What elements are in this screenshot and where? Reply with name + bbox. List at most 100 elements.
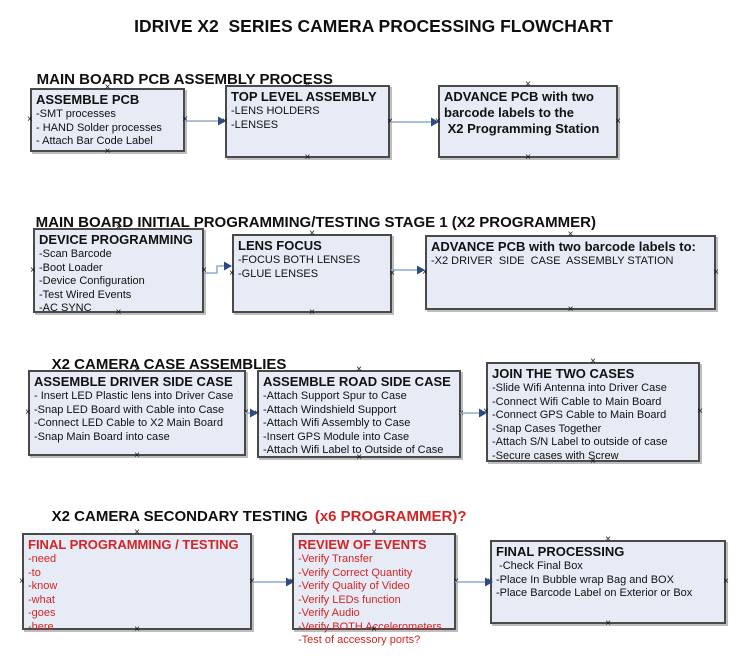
box-title: ASSEMBLE ROAD SIDE CASE (263, 374, 451, 389)
box-line: -Verify Audio (298, 607, 360, 619)
section-heading-initial-programming: MAIN BOARD INITIAL PROGRAMMING/TESTING S… (19, 197, 596, 248)
box-line: -Slide Wifi Antenna into Driver Case (492, 382, 667, 394)
flow-box-advance-pcb-driver-side[interactable]: ADVANCE PCB with two barcode labels to: … (422, 230, 719, 315)
box-line: -Attach Support Spur to Case (263, 390, 407, 402)
box-line: -Verify Correct Quantity (298, 566, 413, 579)
box-line: -Verify LEDs function (298, 593, 401, 606)
box-line: -Verify BOTH Accelerometers (298, 620, 442, 633)
section-heading-text: MAIN BOARD PCB ASSEMBLY PROCESS (36, 71, 333, 88)
box-line: -X2 DRIVER SIDE CASE ASSEMBLY STATION (431, 255, 674, 267)
box-title: ADVANCE PCB with two barcode labels to: (431, 239, 696, 254)
connector-arrow[interactable] (455, 575, 493, 589)
box-line: -AC SYNC (39, 302, 92, 314)
box-line: -SMT processes (36, 108, 116, 120)
box-line: -Boot Loader (39, 261, 103, 274)
flow-box-assemble-pcb[interactable]: ASSEMBLE PCB -SMT processes- HAND Solder… (27, 83, 188, 157)
box-line: -Connect GPS Cable to Main Board (492, 409, 667, 421)
box-title: REVIEW OF EVENTS (298, 537, 427, 552)
box-lines: -Scan Barcode-Boot Loader-Device Configu… (39, 248, 198, 316)
box-line: - HAND Solder processes (36, 121, 162, 134)
flow-box-top-level-assembly[interactable]: TOP LEVEL ASSEMBLY -LENS HOLDERS-LENSES … (222, 80, 393, 163)
box-line: -goes (28, 607, 56, 619)
box-title: FINAL PROGRAMMING / TESTING (28, 537, 239, 552)
section-heading-text: X2 CAMERA CASE ASSEMBLIES (51, 356, 287, 373)
section-heading-secondary-testing: X2 CAMERA SECONDARY TESTING(x6 PROGRAMME… (35, 491, 467, 542)
box-lines: -SMT processes- HAND Solder processes- A… (36, 108, 179, 149)
box-line: -Snap Main Board into case (34, 430, 170, 443)
section-heading-text: MAIN BOARD INITIAL PROGRAMMING/TESTING S… (35, 214, 596, 231)
flow-box-device-programming[interactable]: DEVICE PROGRAMMING -Scan Barcode-Boot Lo… (30, 223, 207, 318)
box-line: -what (28, 593, 55, 606)
flow-box-final-processing[interactable]: FINAL PROCESSING -Check Final Box-Place … (487, 535, 729, 629)
box-line: -Check Final Box (496, 560, 583, 572)
box-line: -Snap LED Board with Cable into Case (34, 403, 225, 416)
connection-handle-icon: × (356, 364, 362, 375)
box-line: -Test of accessory ports? (298, 634, 421, 646)
box-title: DEVICE PROGRAMMING (39, 232, 193, 247)
flow-box-lens-focus[interactable]: LENS FOCUS -FOCUS BOTH LENSES-GLUE LENSE… (229, 229, 395, 318)
connection-handle-icon: × (590, 356, 596, 367)
connection-handle-icon: × (605, 618, 611, 629)
box-line: -know (28, 580, 58, 592)
box-line: -need (28, 553, 57, 565)
connection-handle-icon: × (615, 115, 621, 127)
box-title: FINAL PROCESSING (496, 544, 625, 559)
box-line: -here (28, 620, 54, 633)
box-line: -Attach Wifi Assembly to Case (263, 417, 411, 429)
box-title: ADVANCE PCB with two barcode labels to t… (444, 89, 600, 136)
connection-handle-icon: × (713, 266, 719, 278)
box-lines: -X2 DRIVER SIDE CASE ASSEMBLY STATION (431, 255, 710, 269)
connector-arrow[interactable] (204, 259, 232, 279)
flow-box-review-of-events[interactable]: REVIEW OF EVENTS -Verify Transfer-Verify… (289, 528, 459, 647)
box-line: -Connect LED Cable to X2 Main Board (34, 417, 223, 429)
connector-arrow[interactable] (391, 115, 439, 129)
section-heading-case-assemblies: X2 CAMERA CASE ASSEMBLIES (35, 339, 287, 390)
box-line: -Scan Barcode (39, 248, 112, 260)
box-lines: -need-to-know-what-goes-here (28, 553, 246, 634)
box-lines: -Verify Transfer-Verify Correct Quantity… (298, 553, 450, 648)
box-line: - Attach Bar Code Label (36, 135, 153, 147)
box-line: -Attach Wifi Label to Outside of Case (263, 444, 444, 456)
connector-arrow[interactable] (245, 406, 258, 420)
box-lines: -LENS HOLDERS-LENSES (231, 105, 384, 132)
connection-handle-icon: × (525, 152, 531, 163)
connector-arrow[interactable] (185, 114, 226, 128)
section-heading-pcb-assembly: MAIN BOARD PCB ASSEMBLY PROCESS (20, 54, 333, 105)
box-line: -Verify Quality of Video (298, 580, 410, 592)
box-line: -Place Barcode Label on Exterior or Box (496, 587, 693, 599)
connection-handle-icon: × (19, 575, 25, 587)
box-title: TOP LEVEL ASSEMBLY (231, 89, 377, 104)
box-line: -FOCUS BOTH LENSES (238, 254, 361, 266)
flow-box-assemble-road-side-case[interactable]: ASSEMBLE ROAD SIDE CASE -Attach Support … (254, 365, 464, 463)
connection-handle-icon: × (25, 407, 31, 418)
connector-arrow[interactable] (252, 575, 294, 589)
box-line: -Attach Windshield Support (263, 403, 397, 416)
connection-handle-icon: × (605, 534, 611, 545)
box-line: -Verify Transfer (298, 553, 373, 565)
box-line: -Attach S/N Label to outside of case (492, 436, 668, 448)
box-title: JOIN THE TWO CASES (492, 366, 635, 381)
flow-box-assemble-driver-side-case[interactable]: ASSEMBLE DRIVER SIDE CASE - Insert LED P… (25, 365, 249, 461)
box-lines: - Insert LED Plastic lens into Driver Ca… (34, 390, 240, 444)
connector-arrow[interactable] (460, 406, 487, 420)
box-line: -Device Configuration (39, 275, 145, 287)
box-title: LENS FOCUS (238, 238, 322, 253)
connection-handle-icon: × (134, 450, 140, 461)
connection-handle-icon: × (104, 146, 111, 157)
box-line: -to (28, 566, 41, 579)
flow-box-advance-pcb-programming-station[interactable]: ADVANCE PCB with two barcode labels to t… (435, 80, 621, 163)
connection-handle-icon: × (723, 576, 729, 587)
connection-handle-icon: × (304, 152, 311, 163)
box-line: -Test Wired Events (39, 288, 132, 301)
section-heading-red-suffix: (x6 PROGRAMMER)? (314, 508, 467, 525)
flow-box-final-programming-testing[interactable]: FINAL PROGRAMMING / TESTING -need-to-kno… (19, 528, 255, 635)
connection-handle-icon: × (697, 406, 703, 417)
flow-box-join-the-two-cases[interactable]: JOIN THE TWO CASES -Slide Wifi Antenna i… (483, 357, 703, 467)
box-lines: -Slide Wifi Antenna into Driver Case -Con… (492, 382, 694, 463)
connector-arrow[interactable] (391, 263, 425, 277)
box-lines: -Check Final Box-Place In Bubble wrap Ba… (496, 560, 720, 601)
box-title: ASSEMBLE DRIVER SIDE CASE (34, 374, 233, 389)
box-line: -Insert GPS Module into Case (263, 430, 410, 443)
box-lines: -FOCUS BOTH LENSES-GLUE LENSES (238, 254, 386, 281)
connection-handle-icon: × (309, 307, 315, 318)
